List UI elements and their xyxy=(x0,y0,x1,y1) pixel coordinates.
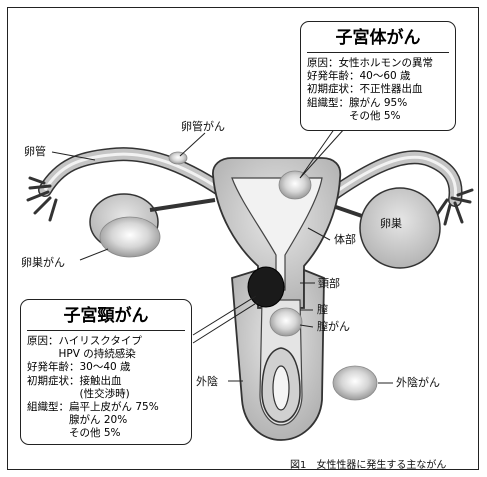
leader-ovarian-cancer xyxy=(80,249,108,260)
label-vulva: 外陰 xyxy=(196,376,218,387)
label-oviduct-cancer: 卵管がん xyxy=(181,121,225,132)
cervical-line: その他 5% xyxy=(27,427,191,440)
label-vaginal-cancer: 膣がん xyxy=(317,321,350,332)
cervical-line: HPV の持続感染 xyxy=(27,348,191,361)
uterine-body-line: 原因：女性ホルモンの異常 xyxy=(307,57,455,70)
cervical-line: 好発年齢：30～40 歳 xyxy=(27,361,191,374)
cervical-line: 腺がん 20% xyxy=(27,414,191,427)
label-ovarian-cancer: 卵巣がん xyxy=(21,257,65,268)
uterine-body-line: 好発年齢：40～60 歳 xyxy=(307,70,455,83)
label-neck: 頸部 xyxy=(318,278,340,289)
box-divider xyxy=(27,330,185,331)
oviduct-tumor xyxy=(169,152,187,164)
vaginal-tumor xyxy=(270,308,302,336)
cervical-line: 原因：ハイリスクタイプ xyxy=(27,335,191,348)
uterine-body-line: その他 5% xyxy=(307,110,455,123)
label-vulvar-cancer: 外陰がん xyxy=(396,377,440,388)
label-body: 体部 xyxy=(334,234,356,245)
box-divider xyxy=(307,52,449,53)
vulvar-tumor xyxy=(333,366,377,400)
cervical-line: 組織型：扁平上皮がん 75% xyxy=(27,401,191,414)
label-oviduct: 卵管 xyxy=(24,146,46,157)
uterine-body-line: 組織型：腺がん 95% xyxy=(307,97,455,110)
uterine-body-cancer-box: 子宮体がん 原因：女性ホルモンの異常 好発年齢：40～60 歳 初期症状：不正性… xyxy=(300,21,456,131)
cervical-line: (性交渉時) xyxy=(27,388,191,401)
figure-caption: 図1 女性性器に発生する主ながん xyxy=(290,456,446,471)
label-vagina: 膣 xyxy=(317,304,328,315)
uterine-body-tumor xyxy=(279,171,311,199)
label-ovary: 卵巣 xyxy=(380,218,402,229)
ovarian-tumor xyxy=(100,217,160,257)
cervical-line: 初期症状：接触出血 xyxy=(27,375,191,388)
uterine-body-cancer-title: 子宮体がん xyxy=(301,30,455,47)
leader-oviduct-cancer xyxy=(180,133,205,156)
cervical-cancer-box: 子宮頸がん 原因：ハイリスクタイプ HPV の持続感染 好発年齢：30～40 歳… xyxy=(20,299,192,445)
uterine-body-line: 初期症状：不正性器出血 xyxy=(307,83,455,96)
cervical-cancer-title: 子宮頸がん xyxy=(21,308,191,325)
cervical-tumor xyxy=(248,267,284,307)
